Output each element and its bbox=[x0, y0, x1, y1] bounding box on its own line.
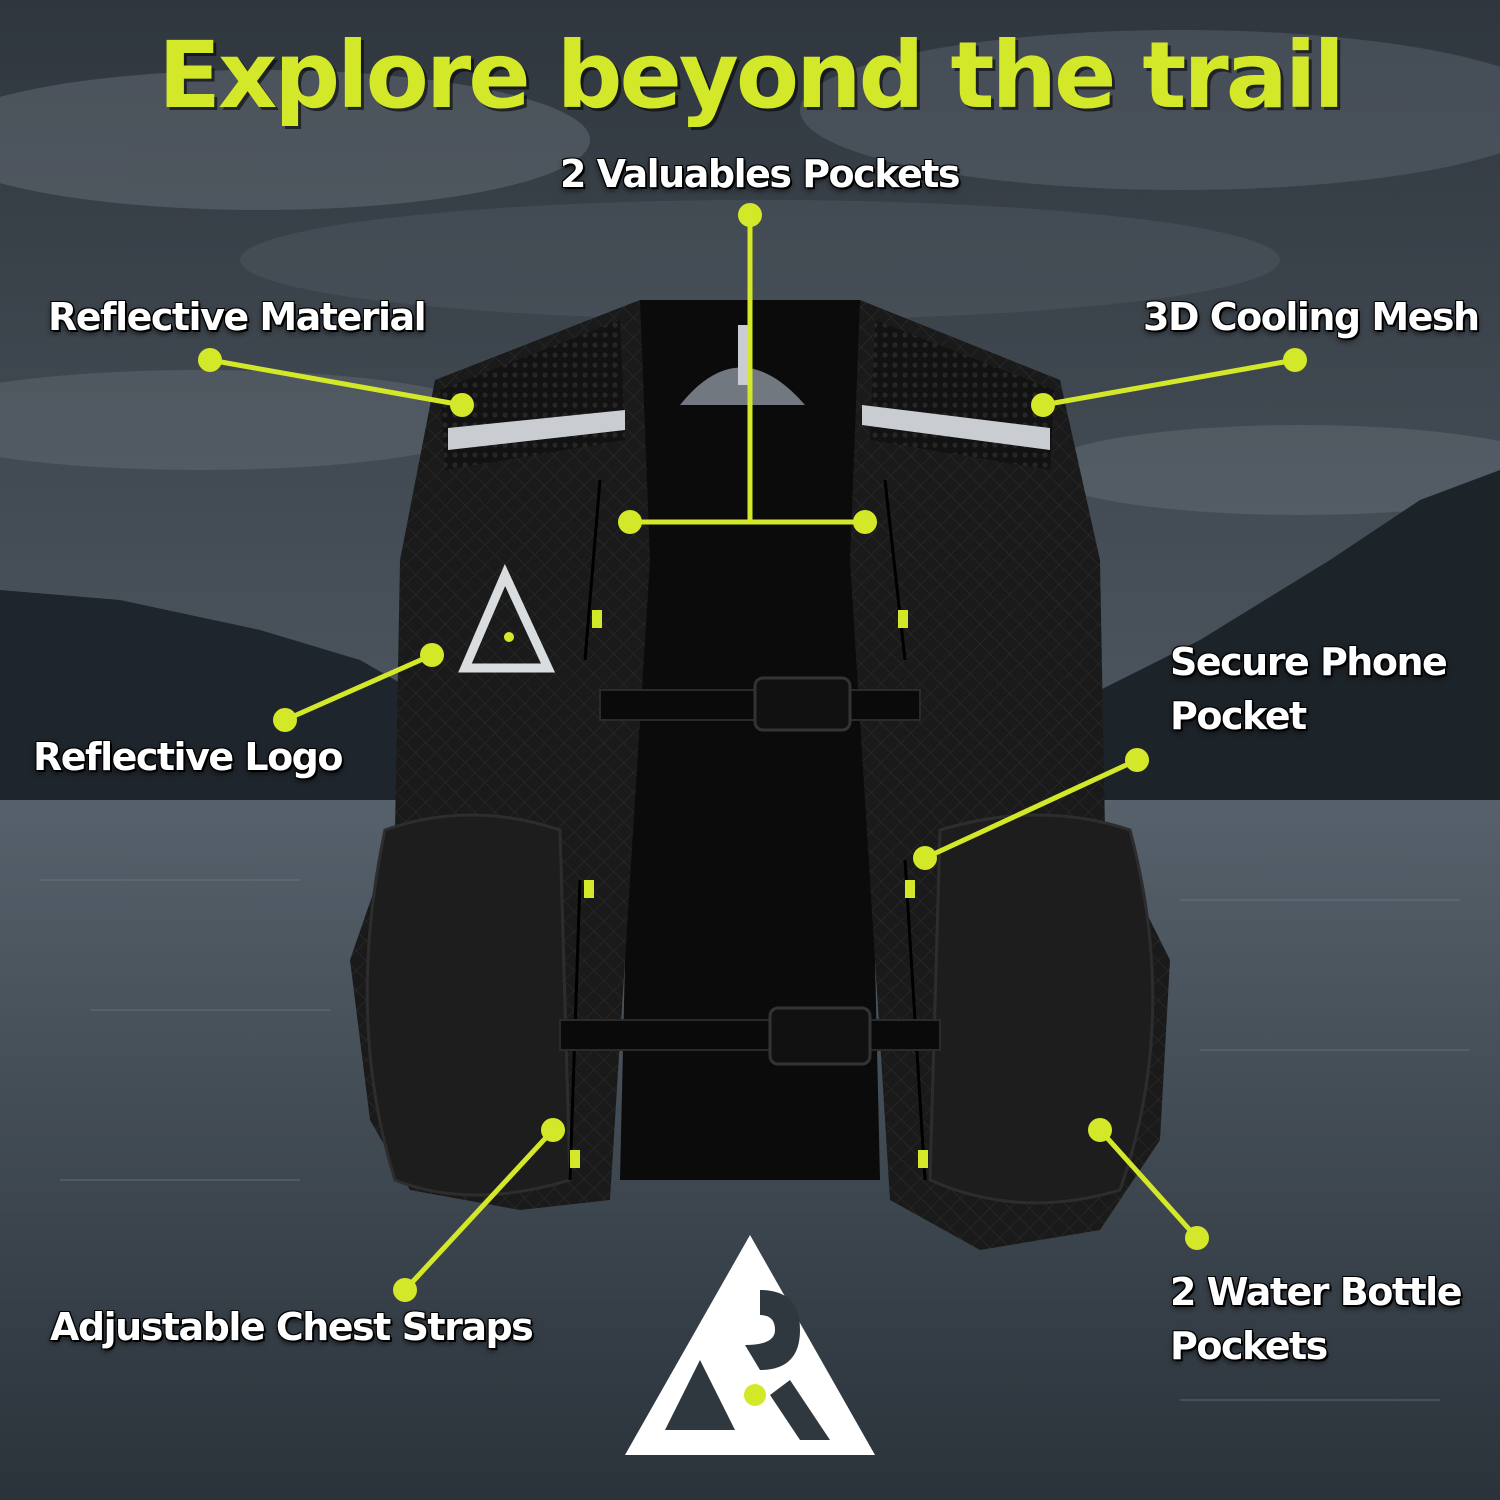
vest bbox=[350, 300, 1170, 1250]
line-valuables bbox=[630, 215, 865, 525]
mountains-right bbox=[1080, 470, 1500, 820]
chest-strap-upper bbox=[599, 676, 921, 732]
yellow-zipper-marks bbox=[570, 610, 928, 1168]
clouds bbox=[0, 30, 1500, 515]
label-phone-pocket: Secure Phone Pocket bbox=[1170, 640, 1448, 738]
lake-ripples bbox=[40, 879, 1470, 1401]
reflective-strip-right bbox=[862, 405, 1050, 450]
label-cooling-mesh: 3D Cooling Mesh bbox=[1143, 295, 1480, 339]
callout-lines bbox=[209, 215, 1296, 1292]
line-reflective-material bbox=[209, 357, 463, 408]
callout-dots bbox=[198, 203, 1307, 1302]
bottle-pocket-right bbox=[928, 813, 1155, 1205]
label-chest-straps: Adjustable Chest Straps bbox=[50, 1305, 534, 1349]
label-bottle-pockets: 2 Water Bottle Pockets bbox=[1170, 1270, 1462, 1368]
headline: Explore beyond the trail bbox=[158, 22, 1345, 129]
line-chest-straps bbox=[403, 1128, 555, 1292]
label-reflective-logo: Reflective Logo bbox=[33, 735, 343, 779]
label-reflective-material: Reflective Material bbox=[48, 295, 427, 339]
line-phone-pocket bbox=[923, 757, 1139, 861]
vest-back-cutout bbox=[680, 367, 805, 405]
line-cooling-mesh bbox=[1042, 357, 1296, 408]
mountains-left bbox=[0, 590, 430, 820]
chest-strap-lower bbox=[559, 1006, 941, 1066]
triangle-mountain-logo-icon bbox=[625, 1235, 875, 1455]
reflective-strip-left bbox=[448, 410, 625, 450]
line-reflective-logo bbox=[283, 652, 434, 723]
line-bottle-pockets bbox=[1098, 1128, 1199, 1240]
bottle-pocket-left bbox=[365, 813, 572, 1197]
vest-reflective-logo bbox=[458, 563, 556, 673]
label-valuables-pockets: 2 Valuables Pockets bbox=[560, 152, 961, 196]
